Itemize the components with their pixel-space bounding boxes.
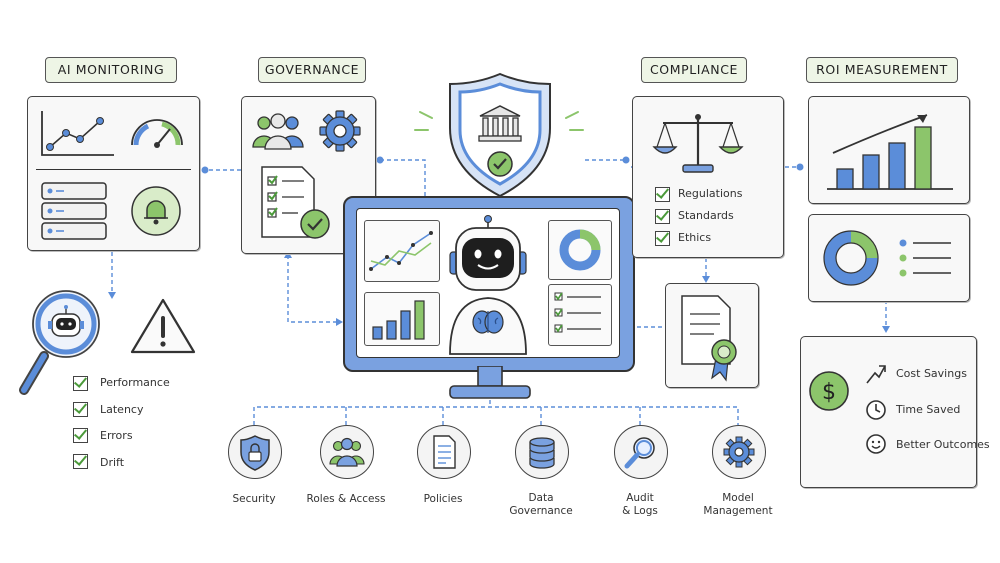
screen-line-chart	[364, 220, 440, 282]
donut-chart-icon	[823, 230, 951, 286]
certificate-panel	[665, 283, 759, 388]
bottom-label-security: Security	[232, 493, 276, 505]
bottom-label-audit-logs: Audit & Logs	[622, 492, 658, 517]
compliance-item-regulations: Regulations	[678, 187, 743, 200]
shield-lock-icon	[240, 435, 270, 471]
line-chart-icon	[41, 111, 114, 156]
security-node	[228, 425, 282, 479]
roi-measurement-header: ROI MEASUREMENT	[806, 57, 958, 83]
growth-bar-chart-icon	[827, 114, 953, 190]
monitor-stand	[449, 366, 531, 399]
bottom-label-data-governance: Data Governance	[509, 492, 573, 517]
compliance-header: COMPLIANCE	[641, 57, 747, 83]
warning-icon	[130, 298, 196, 354]
bell-icon	[131, 186, 181, 236]
bottom-label-model-management: Model Management	[703, 492, 773, 517]
magnifier-icon	[624, 437, 655, 469]
dollar-icon: $	[809, 371, 849, 411]
smiley-icon	[866, 434, 886, 454]
compliance-item-standards: Standards	[678, 209, 734, 222]
roi-item-cost-savings: Cost Savings	[896, 367, 967, 380]
screen-donut-chart	[548, 220, 612, 280]
people-icon	[329, 437, 365, 467]
bottom-label-policies: Policies	[423, 493, 463, 505]
divider-line	[36, 169, 191, 170]
check-icon	[655, 187, 670, 202]
scales-icon	[652, 114, 744, 173]
ai-monitoring-header: AI MONITORING	[45, 57, 177, 83]
roi-bar-chart-panel	[808, 96, 970, 204]
policies-node	[417, 425, 471, 479]
compliance-panel: Regulations Standards Ethics	[632, 96, 784, 258]
svg-text:$: $	[822, 380, 836, 405]
audit-logs-node	[614, 425, 668, 479]
trend-up-icon	[866, 365, 886, 384]
model-management-node	[712, 425, 766, 479]
server-stack-icon	[41, 182, 107, 240]
roi-outcomes-panel: $ Cost Savings Time Saved Better Outcome…	[800, 336, 990, 488]
roi-donut-panel	[808, 214, 970, 302]
gear-icon	[723, 436, 755, 468]
governance-header: GOVERNANCE	[258, 57, 366, 83]
check-icon	[73, 428, 88, 443]
document-icon	[433, 435, 456, 469]
clock-icon	[866, 400, 886, 420]
checklist-item-latency: Latency	[100, 403, 144, 416]
data-governance-node	[515, 425, 569, 479]
checklist-item-errors: Errors	[100, 429, 133, 442]
ai-monitoring-panel	[27, 96, 200, 251]
checklist-item-performance: Performance	[100, 376, 170, 389]
people-icon	[252, 113, 304, 150]
robot-icon	[449, 215, 527, 355]
screen-checklist	[548, 284, 612, 346]
check-icon	[73, 454, 88, 469]
compliance-item-ethics: Ethics	[678, 231, 712, 244]
check-icon	[655, 209, 670, 224]
roi-item-better-outcomes: Better Outcomes	[896, 438, 990, 451]
database-icon	[529, 437, 555, 469]
checklist-document-icon	[261, 166, 330, 239]
check-icon	[73, 402, 88, 417]
check-icon	[73, 376, 88, 391]
magnifier-robot-icon	[19, 290, 100, 395]
gear-icon	[319, 110, 361, 152]
checklist-item-drift: Drift	[100, 456, 125, 469]
screen-bar-chart	[364, 292, 440, 346]
certificate-icon	[681, 295, 737, 382]
bottom-label-roles-access: Roles & Access	[306, 493, 386, 505]
check-icon	[655, 231, 670, 246]
shield-bank-icon	[449, 72, 551, 198]
gauge-icon	[131, 119, 183, 148]
roles-access-node	[320, 425, 374, 479]
roi-item-time-saved: Time Saved	[896, 403, 961, 416]
